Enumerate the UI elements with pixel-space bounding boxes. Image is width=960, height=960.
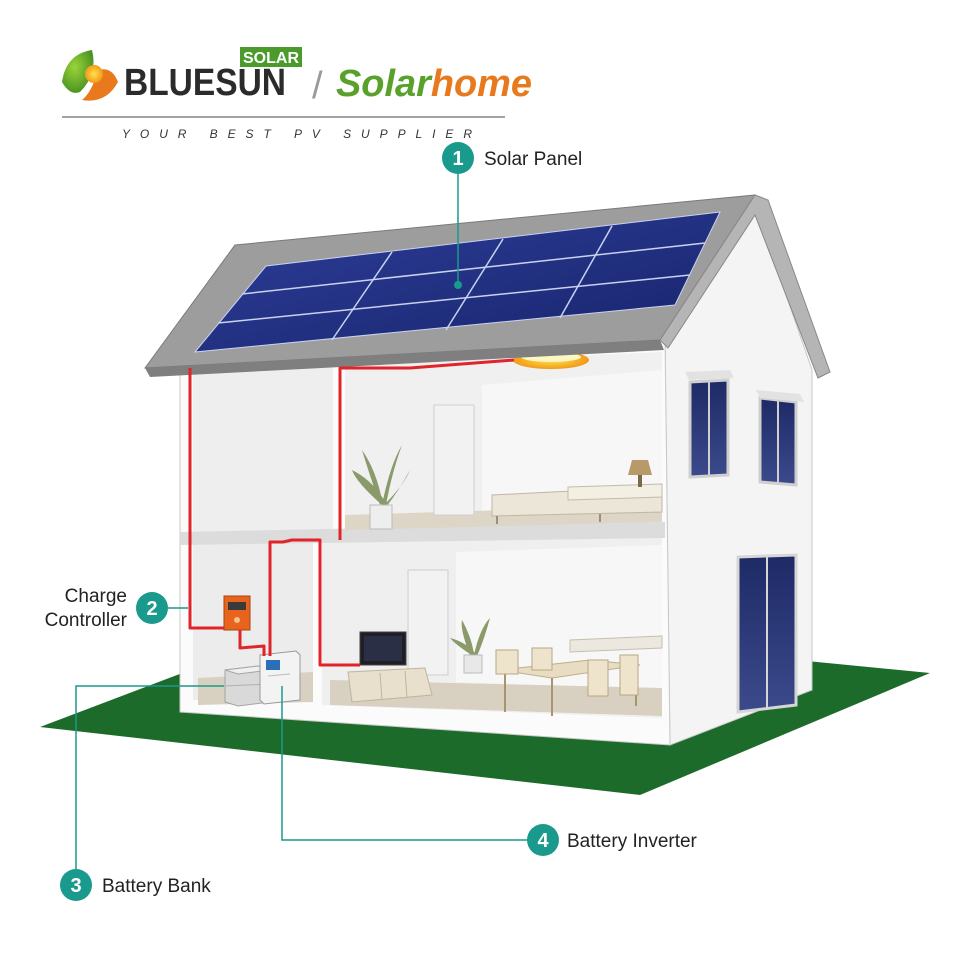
- sun-leaf-icon: [62, 50, 118, 101]
- product-name-home: home: [431, 63, 532, 105]
- dining-set-icon: [495, 635, 663, 716]
- callout-label-controller: Controller: [45, 610, 128, 631]
- callout-label-battery-bank: Battery Bank: [102, 876, 211, 897]
- callout-number-1: 1: [452, 148, 463, 170]
- roof-eave: [145, 340, 664, 377]
- solar-panel-pointer-dot: [454, 281, 462, 289]
- potted-plant-icon: [352, 445, 410, 530]
- callout-leaders: [75, 168, 528, 883]
- callout-number-3: 3: [70, 875, 81, 897]
- side-windows: [685, 370, 804, 714]
- charge-controller-icon: [223, 595, 251, 631]
- callout-solar-panel: 1 Solar Panel: [442, 142, 582, 174]
- callout-charge-controller: 2 Charge Controller: [45, 586, 168, 631]
- brand-name: BLUESUN: [124, 62, 286, 104]
- solar-badge-bg: [240, 47, 302, 67]
- brand-logo: BLUESUN SOLAR / Solarhome YOUR BEST PV S…: [62, 47, 532, 141]
- callout-battery-inverter: 4 Battery Inverter: [527, 824, 698, 856]
- roof-gable-edge: [659, 194, 831, 379]
- dining-plant-icon: [450, 618, 490, 674]
- solar-badge: SOLAR: [243, 50, 299, 67]
- battery-inverter-icon: [259, 650, 301, 705]
- callout-battery-bank: 3 Battery Bank: [60, 869, 211, 901]
- callout-label-solar-panel: Solar Panel: [484, 149, 582, 170]
- house: [143, 194, 831, 746]
- lower-door: [407, 569, 449, 676]
- upper-door: [433, 404, 475, 516]
- callout-label-battery-inverter: Battery Inverter: [567, 831, 698, 852]
- logo-separator: /: [312, 65, 323, 107]
- callout-number-2: 2: [146, 598, 157, 620]
- lamp-icon: [628, 460, 652, 487]
- bed-icon: [491, 483, 663, 524]
- wiring: [188, 358, 515, 667]
- room-upper-left: [193, 365, 333, 535]
- product-name-solar: Solar: [336, 63, 433, 105]
- television-icon: [347, 631, 433, 703]
- room-upper-right-back: [482, 370, 662, 515]
- tagline: YOUR BEST PV SUPPLIER: [122, 127, 472, 141]
- product-name: Solarhome: [336, 63, 532, 105]
- callout-label-charge: Charge: [65, 586, 127, 607]
- callout-number-4: 4: [537, 830, 549, 852]
